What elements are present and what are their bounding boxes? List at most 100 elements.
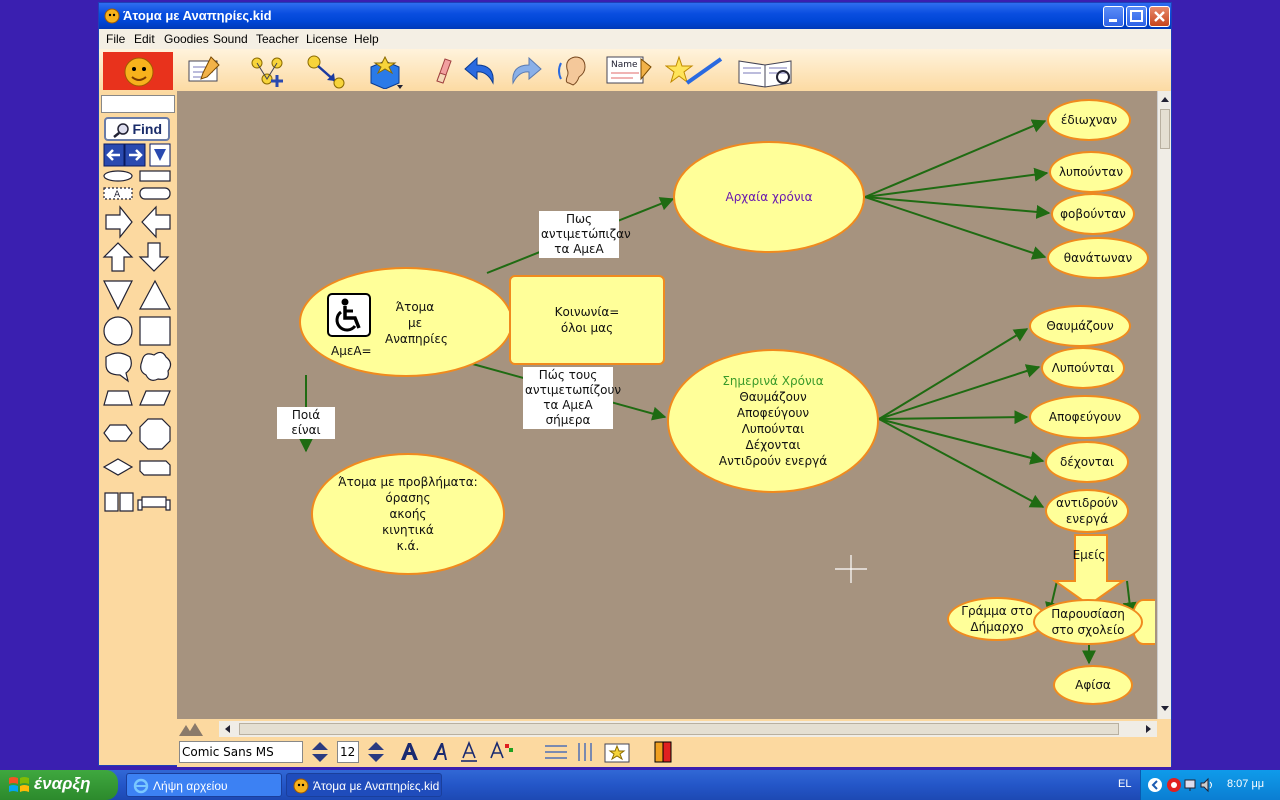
- rectangle-shape-icon[interactable]: [139, 170, 171, 182]
- symbol-search-input[interactable]: [101, 95, 175, 113]
- horizontal-scroll-thumb[interactable]: [239, 723, 1119, 735]
- node-provlimata[interactable]: Άτομα με προβλήματα: όρασης ακοής κινητι…: [311, 453, 505, 575]
- scroll-right-icon[interactable]: [1143, 723, 1155, 735]
- down-arrow-shape-icon[interactable]: [138, 242, 170, 272]
- font-size-field[interactable]: 12: [337, 741, 359, 763]
- close-button[interactable]: [1149, 6, 1170, 27]
- horizontal-scrollbar[interactable]: [219, 721, 1157, 737]
- zoom-mountains[interactable]: [177, 721, 217, 737]
- label-pos-simera[interactable]: Πώς τους αντιμετωπίζουν τα ΑμεΑ σήμερα: [523, 367, 621, 429]
- arrow-simerina-to-dechontai[interactable]: [878, 418, 1045, 465]
- octagon-shape-icon[interactable]: [139, 418, 171, 450]
- node-antidroun[interactable]: αντιδρούν ενεργά: [1045, 489, 1129, 533]
- up-triangle-shape-icon[interactable]: [138, 279, 172, 310]
- add-symbol-icon[interactable]: [247, 53, 287, 89]
- font-name-field[interactable]: Comic Sans MS: [179, 741, 303, 763]
- node-dechontai[interactable]: δέχονται: [1045, 441, 1129, 483]
- task-download[interactable]: Λήψη αρχείου: [126, 773, 282, 797]
- right-arrow-shape-icon[interactable]: [105, 205, 133, 239]
- menu-teacher[interactable]: Teacher: [256, 32, 299, 46]
- speech-bubble-shape-icon[interactable]: [105, 352, 132, 383]
- link-icon[interactable]: [305, 53, 345, 89]
- book-shape-icon[interactable]: [104, 492, 134, 512]
- box-3d-shape-icon[interactable]: [139, 460, 171, 476]
- label-pos-antimetopizan[interactable]: Πως αντιμετώπιζαν τα ΑμεΑ: [539, 211, 631, 258]
- title-bar[interactable]: Άτομα με Αναπηρίες.kid: [99, 3, 1171, 29]
- parallelogram-shape-icon[interactable]: [139, 390, 171, 406]
- up-arrow-shape-icon[interactable]: [102, 242, 134, 272]
- arrow-archaia-to-lypountan[interactable]: [864, 167, 1049, 198]
- label-emeis[interactable]: Εμείς: [1072, 548, 1106, 562]
- next-arrow-icon[interactable]: [124, 143, 146, 167]
- node-lypountai[interactable]: Λυπούνται: [1041, 347, 1125, 389]
- vertical-scrollbar[interactable]: [1157, 91, 1171, 719]
- arrow-simerina-to-lypountai[interactable]: [878, 364, 1041, 420]
- maximize-button[interactable]: [1126, 6, 1147, 27]
- volume-icon[interactable]: [1200, 777, 1212, 793]
- find-button[interactable]: Find: [104, 117, 170, 141]
- minimize-button[interactable]: [1103, 6, 1124, 27]
- arrow-archaia-to-ediochnan[interactable]: [864, 119, 1047, 198]
- node-parousiasi[interactable]: Παρουσίαση στο σχολείο: [1033, 599, 1143, 645]
- scroll-up-icon[interactable]: [1159, 93, 1171, 105]
- eraser-icon[interactable]: [421, 53, 461, 89]
- diamond-shape-icon[interactable]: [102, 458, 134, 476]
- kidspiration-logo[interactable]: [103, 52, 173, 90]
- menu-license[interactable]: License: [306, 32, 348, 46]
- arrow-archaia-to-foboundan[interactable]: [864, 196, 1051, 219]
- antivirus-icon[interactable]: [1167, 778, 1181, 792]
- node-gramma[interactable]: Γράμμα στο Δήμαρχο: [947, 597, 1047, 641]
- name-label-icon[interactable]: Name: [605, 53, 655, 89]
- color-swatch-icon[interactable]: [653, 740, 675, 764]
- undo-icon[interactable]: [461, 53, 501, 89]
- ellipse-shape-icon[interactable]: [103, 170, 133, 182]
- font-name-stepper-icon[interactable]: [309, 740, 331, 764]
- node-archaia-chronia[interactable]: Αρχαία χρόνια: [673, 141, 865, 253]
- arrow-simerina-to-apofevgoun[interactable]: [878, 410, 1029, 425]
- network-icon[interactable]: [1184, 779, 1196, 791]
- node-amea[interactable]: Άτομα με Αναπηρίες ΑμεΑ=: [299, 267, 513, 377]
- link-style-icon[interactable]: [545, 745, 567, 759]
- picture-view-icon[interactable]: [183, 53, 223, 89]
- menu-file[interactable]: File: [106, 32, 126, 46]
- node-koinonia[interactable]: Κοινωνία= όλοι μας: [509, 275, 665, 365]
- outline-book-icon[interactable]: [735, 53, 797, 89]
- node-simerina-chronia[interactable]: Σημερινά Χρόνια Θαυμάζουν Αποφεύγουν Λυπ…: [667, 349, 879, 493]
- label-poia-einai[interactable]: Ποιά είναι: [277, 407, 335, 439]
- underline-icon[interactable]: [461, 740, 477, 762]
- circle-shape-icon[interactable]: [103, 316, 133, 346]
- vertical-scroll-thumb[interactable]: [1160, 109, 1170, 149]
- scroll-left-icon[interactable]: [221, 723, 233, 735]
- scroll-down-icon[interactable]: [1159, 703, 1171, 715]
- symbol-fill-icon[interactable]: [604, 743, 630, 763]
- node-thavmazoun[interactable]: Θαυμάζουν: [1029, 305, 1131, 347]
- diagram-canvas[interactable]: Άτομα με Αναπηρίες ΑμεΑ= Κοινωνία= όλοι …: [177, 91, 1157, 719]
- down-triangle-shape-icon[interactable]: [103, 280, 133, 311]
- language-indicator[interactable]: EL: [1118, 778, 1132, 790]
- symbol-library-icon[interactable]: [365, 53, 405, 89]
- emeis-big-down-arrow[interactable]: [1051, 534, 1127, 607]
- cloud-shape-icon[interactable]: [140, 351, 172, 381]
- arrow-archaia-to-thanatonan[interactable]: [864, 196, 1047, 260]
- trapezoid-shape-icon[interactable]: [103, 390, 133, 406]
- square-shape-icon[interactable]: [139, 316, 171, 346]
- bold-icon[interactable]: [401, 743, 418, 760]
- menu-edit[interactable]: Edit: [134, 32, 155, 46]
- italic-icon[interactable]: [433, 743, 447, 760]
- text-color-icon[interactable]: [490, 740, 513, 759]
- node-afisa[interactable]: Αφίσα: [1053, 665, 1133, 705]
- redo-icon[interactable]: [505, 53, 545, 89]
- left-arrow-shape-icon[interactable]: [141, 205, 171, 239]
- start-button[interactable]: έναρξη: [0, 770, 118, 800]
- node-thanatonan[interactable]: θανάτωναν: [1047, 237, 1149, 279]
- ear-sound-icon[interactable]: [555, 53, 595, 89]
- font-size-stepper-icon[interactable]: [365, 740, 387, 764]
- arrow-simerina-to-thavmazoun[interactable]: [878, 328, 1029, 420]
- task-kidspiration[interactable]: Άτομα με Αναπηρίες.kid: [286, 773, 442, 797]
- node-foboundan[interactable]: φοβούνταν: [1051, 193, 1135, 235]
- node-lypountan[interactable]: λυπούνταν: [1049, 151, 1133, 193]
- node-ediochnan[interactable]: έδιωχναν: [1047, 99, 1131, 141]
- node-apofevgoun[interactable]: Αποφεύγουν: [1029, 395, 1141, 439]
- arrange-icon[interactable]: [578, 743, 592, 761]
- text-shape-icon[interactable]: [103, 187, 133, 200]
